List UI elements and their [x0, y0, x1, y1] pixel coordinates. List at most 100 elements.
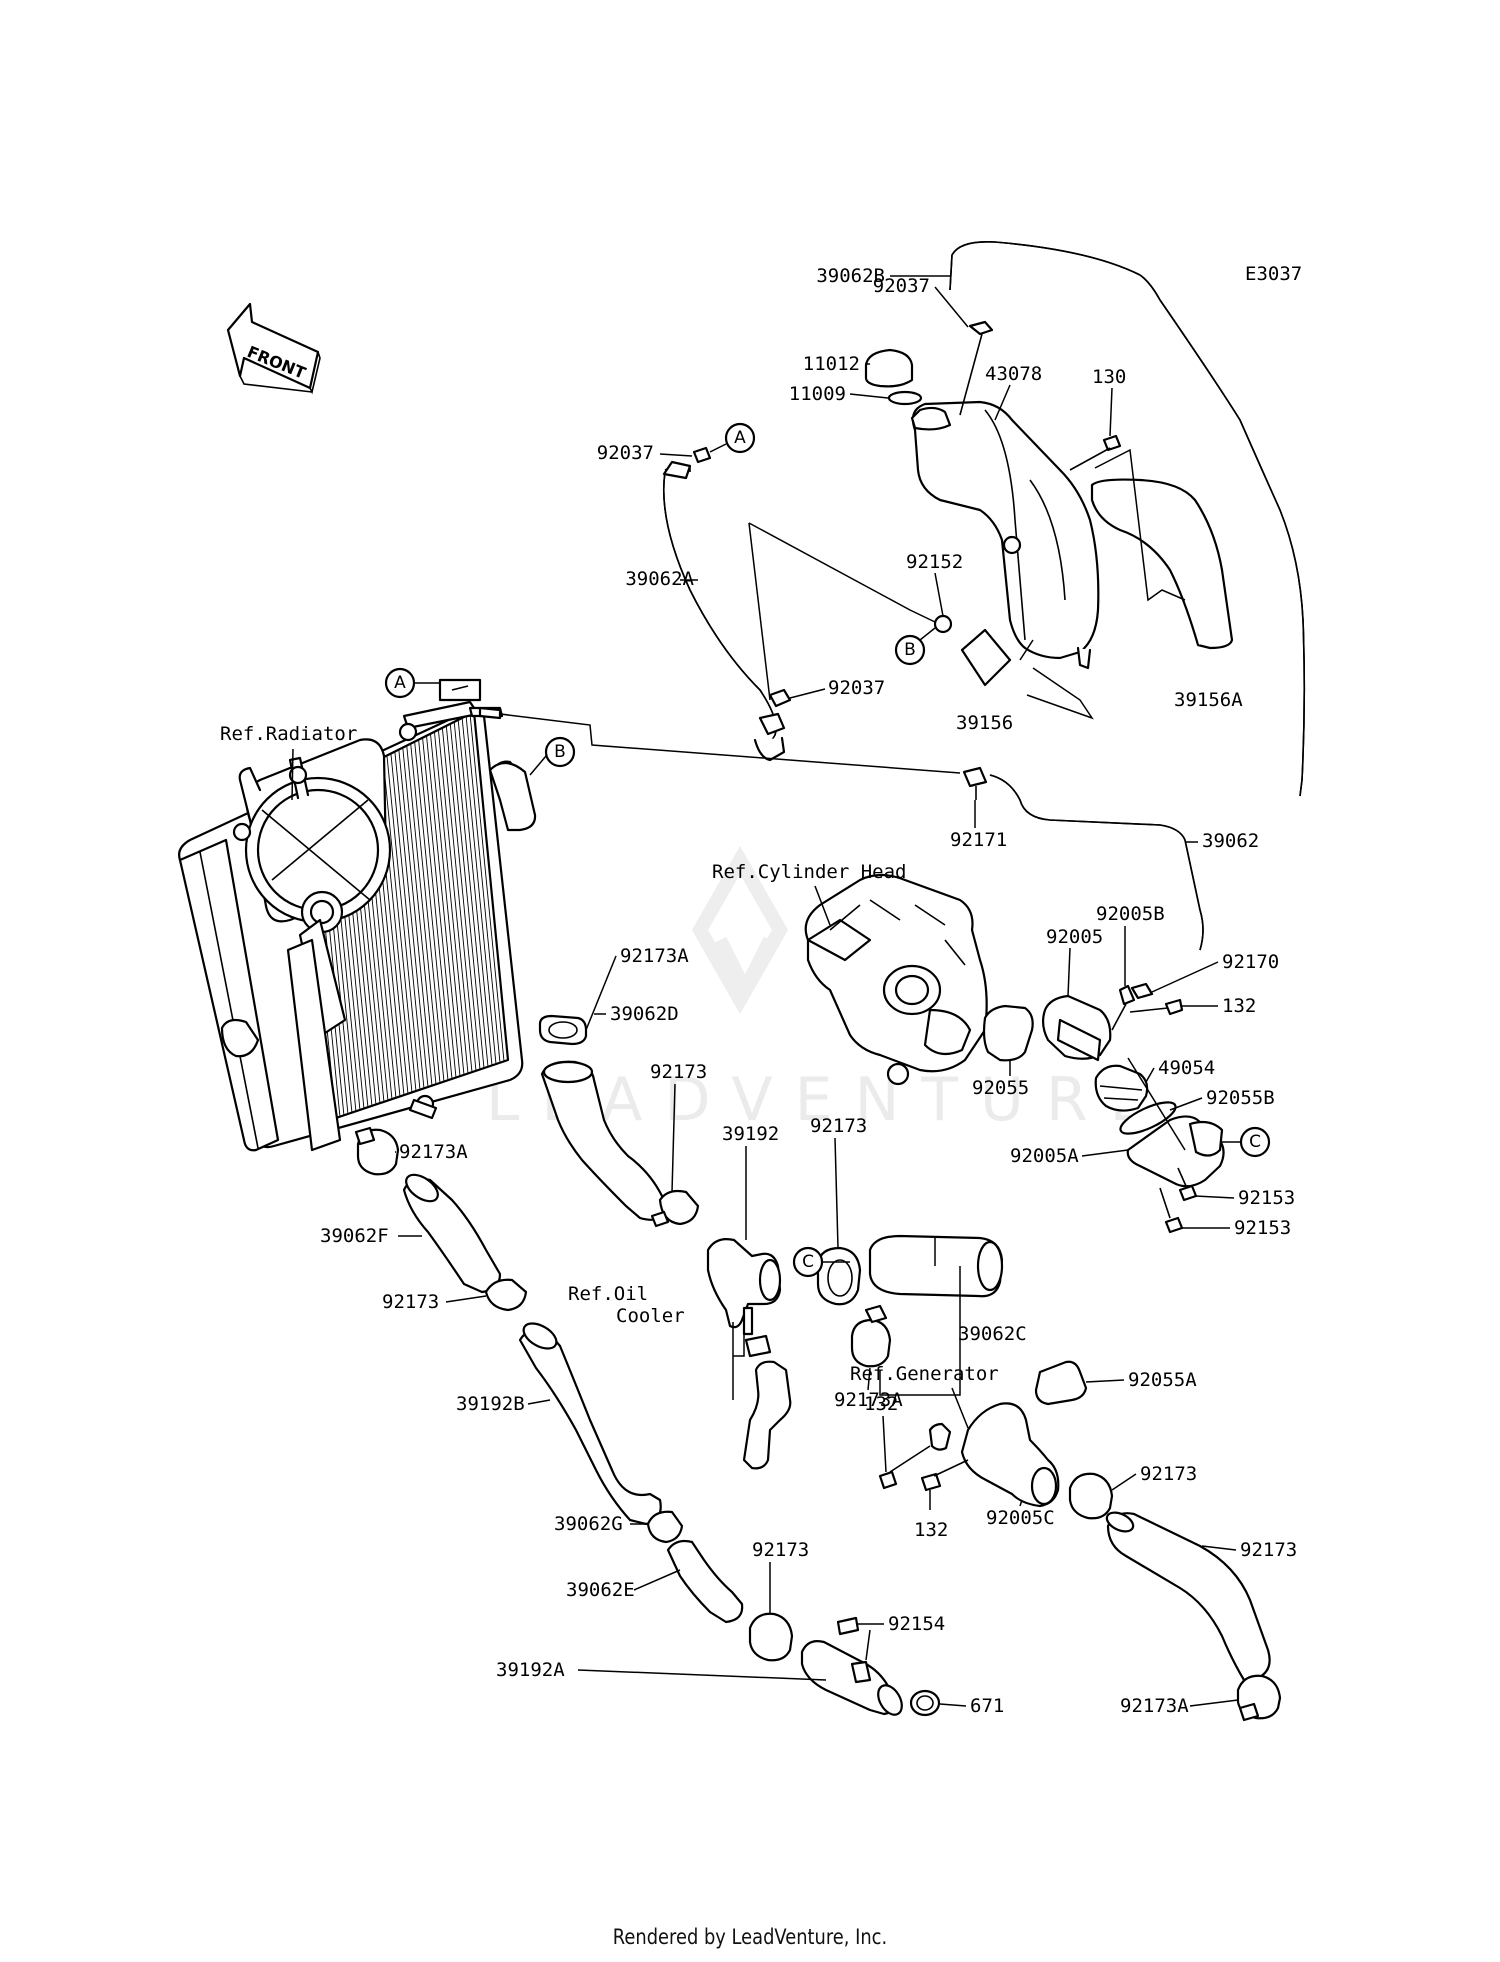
callout-11012-2: 11012 — [803, 353, 860, 375]
callout-132-38: 132 — [914, 1519, 948, 1541]
bolt-132-left — [878, 1470, 898, 1490]
cap-gasket-11009 — [887, 390, 923, 406]
callout-130-5: 130 — [1092, 366, 1126, 388]
clip-92037-top — [968, 320, 994, 336]
leader-line-22 — [1169, 1097, 1203, 1111]
ref-cylinder-head-label: Ref.Cylinder Head — [712, 861, 906, 883]
ref-oil-label: Ref.Oil — [568, 1283, 648, 1305]
svg-text:C: C — [1249, 1132, 1261, 1152]
leader-line-21 — [1145, 1067, 1155, 1083]
leader-line-33 — [445, 1295, 487, 1303]
o-ring-671 — [909, 1689, 941, 1717]
reserve-tank-43078 — [910, 400, 1100, 670]
leader-line-16 — [1151, 961, 1219, 993]
callout-39062e-42: 39062E — [566, 1579, 635, 1601]
callout-92153-28: 92153 — [1234, 1217, 1291, 1239]
fitting-39192 — [706, 1238, 782, 1329]
leader-line-4 — [994, 384, 1011, 421]
callout-92153-27: 92153 — [1238, 1187, 1295, 1209]
leader-line-46 — [939, 1703, 967, 1707]
callout-39192-24: 39192 — [722, 1123, 779, 1145]
hose-39062e — [666, 1539, 744, 1624]
callout-92173a-18: 92173A — [620, 945, 689, 967]
callout-92037-1: 92037 — [873, 275, 930, 297]
callout-92152-8: 92152 — [906, 551, 963, 573]
clamp-92171 — [962, 766, 988, 788]
leader-line-36 — [1111, 1473, 1137, 1491]
leader-line-39 — [1019, 1499, 1023, 1507]
svg-text:C: C — [802, 1252, 814, 1272]
clip-92037-lower — [768, 688, 792, 708]
bolt-92153-b — [1159, 1187, 1184, 1234]
seal-92055b — [1119, 1101, 1177, 1135]
callout-92005-15: 92005 — [1046, 926, 1103, 948]
callout-92154-44: 92154 — [888, 1613, 945, 1635]
leader-line-8 — [934, 572, 944, 617]
pipe-39192b — [518, 1329, 662, 1526]
callout-92173-23: 92173 — [650, 1061, 707, 1083]
leader-line-32 — [867, 1367, 871, 1391]
callout-92173-43: 92173 — [752, 1539, 809, 1561]
callout-92173a-32: 92173A — [834, 1389, 903, 1411]
footer-credit: Rendered by LeadVenture, Inc. — [612, 1925, 888, 1949]
clamp-92173-right — [1068, 1472, 1114, 1520]
callout-39062a-7: 39062A — [625, 568, 694, 590]
marker-c-right: C — [1222, 1126, 1271, 1158]
svg-text:B: B — [554, 742, 566, 762]
svg-text:A: A — [394, 673, 406, 693]
callout-92005c-39: 92005C — [986, 1507, 1055, 1529]
callout-49054-21: 49054 — [1158, 1057, 1215, 1079]
marker-a-upper: A — [709, 422, 756, 454]
leader-line-27 — [1194, 1195, 1235, 1199]
clamp-92173a-mid — [850, 1318, 892, 1368]
marker-b-right: B — [894, 627, 936, 666]
callout-39062f-30: 39062F — [320, 1225, 389, 1247]
gasket-92055 — [982, 1004, 1034, 1062]
svg-text:A: A — [734, 428, 746, 448]
radiator-assembly — [178, 700, 537, 1152]
callout-92173-33: 92173 — [382, 1291, 439, 1313]
callout-39062c-31: 39062C — [958, 1323, 1027, 1345]
leader-line-6 — [659, 453, 693, 457]
leader-line-26 — [1081, 1149, 1129, 1157]
callout-92055-20: 92055 — [972, 1077, 1029, 1099]
callout-39062g-41: 39062G — [554, 1513, 623, 1535]
ref-generator-label: Ref.Generator — [850, 1363, 999, 1385]
cylinder-head-reference — [804, 873, 988, 1086]
leader-line-35 — [882, 1415, 887, 1473]
diagram-code: E3037 — [1245, 263, 1302, 285]
leader-line-47 — [1189, 1699, 1239, 1707]
marker-b-left: B — [529, 736, 576, 776]
pad-39156 — [960, 628, 1012, 687]
callout-92173a-47: 92173A — [1120, 1695, 1189, 1717]
leader-line-1 — [934, 286, 969, 328]
callout-39156-10: 39156 — [956, 712, 1013, 734]
callout-92055a-34: 92055A — [1128, 1369, 1197, 1391]
callout-92173a-29: 92173A — [399, 1141, 468, 1163]
bolt-132-upper — [1164, 998, 1184, 1016]
tank-cap-11012 — [864, 348, 914, 388]
leader-line-34 — [1085, 1379, 1125, 1383]
clamp-92173a-upper — [538, 1014, 588, 1046]
leader-line-18 — [585, 955, 617, 1031]
leader-line-15 — [1067, 947, 1071, 997]
callout-92171-12: 92171 — [950, 829, 1007, 851]
callout-671-46: 671 — [970, 1695, 1004, 1717]
callout-92170-16: 92170 — [1222, 951, 1279, 973]
callout-39156a-11: 39156A — [1174, 689, 1243, 711]
marker-c-hose-end: C — [792, 1246, 850, 1278]
bolt-130 — [1069, 434, 1122, 471]
callout-92005b-14: 92005B — [1096, 903, 1165, 925]
leader-line-9 — [789, 688, 826, 699]
leader-line-23 — [671, 1083, 676, 1193]
clamp-92173-left-upper — [484, 1278, 528, 1312]
callout-92037-6: 92037 — [597, 442, 654, 464]
callout-92055b-22: 92055B — [1206, 1087, 1275, 1109]
leader-line-40 — [1201, 1545, 1237, 1551]
svg-text:B: B — [904, 640, 916, 660]
callout-39192a-45: 39192A — [496, 1659, 565, 1681]
callout-132-35: 132 — [864, 1393, 898, 1415]
callout-132-17: 132 — [1222, 995, 1256, 1017]
